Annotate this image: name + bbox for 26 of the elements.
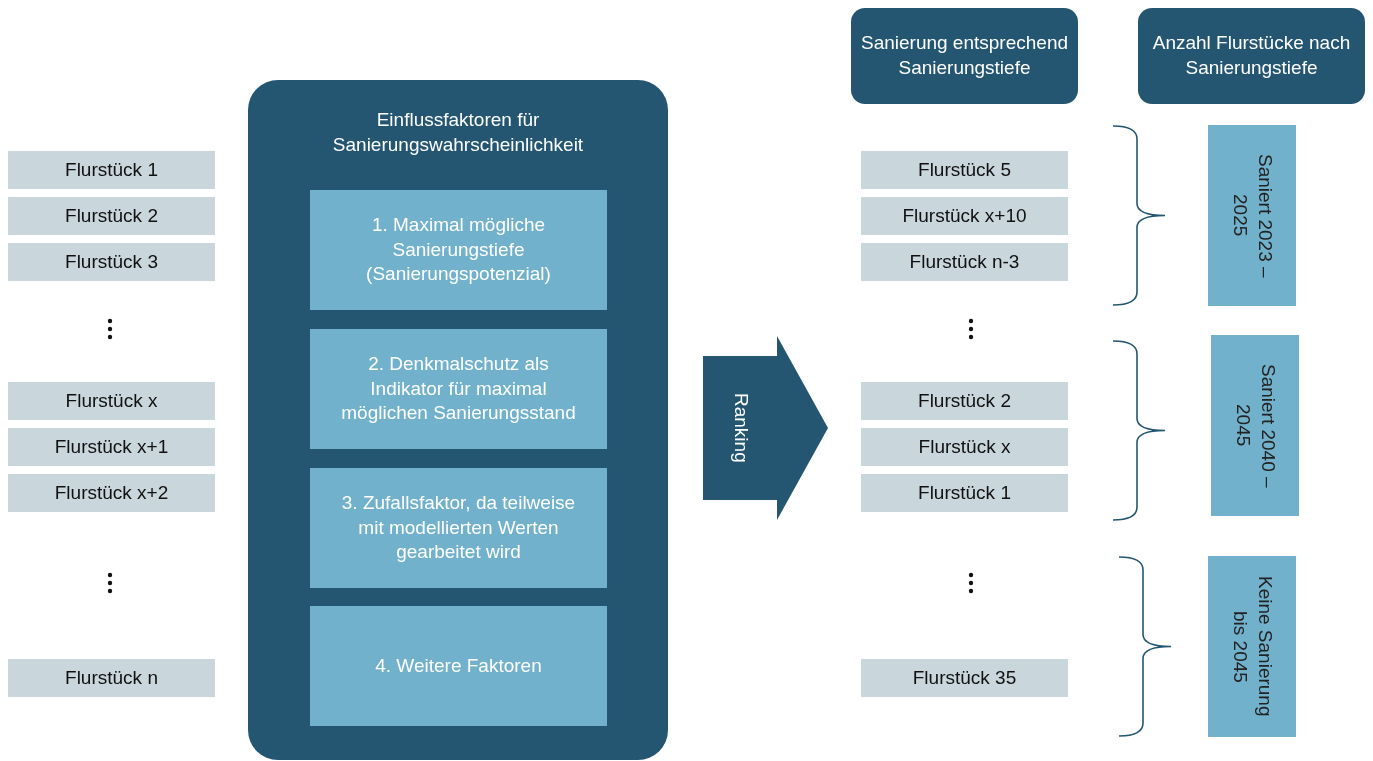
- plot-label: Flurstück 35: [861, 659, 1068, 697]
- plot-label: Flurstück x+10: [861, 197, 1068, 235]
- plot-label: Flurstück 1: [861, 474, 1068, 512]
- plot-label: Flurstück x+2: [8, 474, 215, 512]
- plot-label: Flurstück x: [861, 428, 1068, 466]
- factor-panel: [248, 80, 668, 760]
- category-box: Saniert 2023 – 2025: [1208, 125, 1296, 306]
- factor-box: 1. Maximal mögliche Sanierungstiefe (Sanierungspotenzial): [310, 190, 607, 310]
- plot-label: Flurstück x: [8, 382, 215, 420]
- plot-label: Flurstück n: [8, 659, 215, 697]
- column-header: Anzahl Flurstücke nach Sanierungstiefe: [1138, 8, 1365, 104]
- factor-box: 4. Weitere Faktoren: [310, 606, 607, 726]
- plot-label: Flurstück 1: [8, 151, 215, 189]
- plot-label: Flurstück x+1: [8, 428, 215, 466]
- plot-label: Flurstück 3: [8, 243, 215, 281]
- panel-title: Einflussfaktoren für Sanierungswahrscheinlichkeit: [331, 108, 585, 157]
- arrow-label: Ranking: [729, 393, 753, 463]
- plot-label: Flurstück n-3: [861, 243, 1068, 281]
- factor-box: 2. Denkmalschutz als Indikator für maximal möglichen Sanierungsstand: [310, 329, 607, 449]
- plot-label: Flurstück 2: [8, 197, 215, 235]
- factor-box: 3. Zufallsfaktor, da teilweise mit modellierten Werten gearbeitet wird: [310, 468, 607, 588]
- category-box: Saniert 2040 – 2045: [1211, 335, 1299, 516]
- column-header: Sanierung entsprechend Sanierungstiefe: [851, 8, 1078, 104]
- plot-label: Flurstück 5: [861, 151, 1068, 189]
- plot-label: Flurstück 2: [861, 382, 1068, 420]
- category-box: Keine Sanierung bis 2045: [1208, 556, 1296, 737]
